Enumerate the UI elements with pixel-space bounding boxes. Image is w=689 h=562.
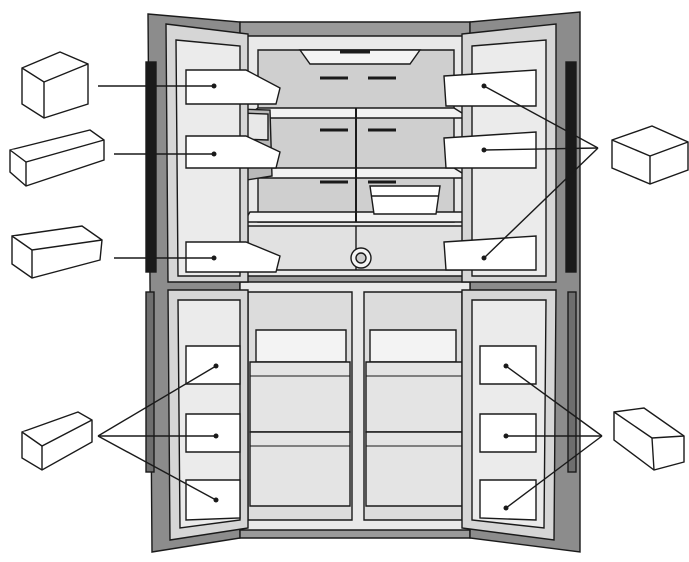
door-bin-right-1 — [443, 69, 537, 107]
callout-bin-long-1 — [9, 129, 105, 187]
door-bin-freezer-right-2 — [479, 413, 537, 453]
door-bin-freezer-right-3 — [479, 479, 537, 521]
callout-target-dots — [211, 83, 509, 511]
door-bin-left-3 — [185, 241, 281, 273]
door-bin-freezer-left-3 — [185, 479, 241, 521]
callout-bin-long-2 — [11, 225, 103, 279]
callout-bin-freezer-right — [613, 407, 685, 471]
callout-bin-tall — [21, 51, 89, 119]
callout-bin-right — [611, 125, 689, 185]
door-bin-left-1 — [185, 69, 281, 105]
leader-lines — [97, 85, 603, 509]
door-bins — [185, 69, 537, 521]
door-bin-left-2 — [185, 135, 281, 169]
callout-bins — [9, 51, 689, 471]
door-bin-freezer-left-2 — [185, 413, 241, 453]
door-bin-freezer-left-1 — [185, 345, 241, 385]
callout-bin-freezer-left — [21, 411, 93, 471]
